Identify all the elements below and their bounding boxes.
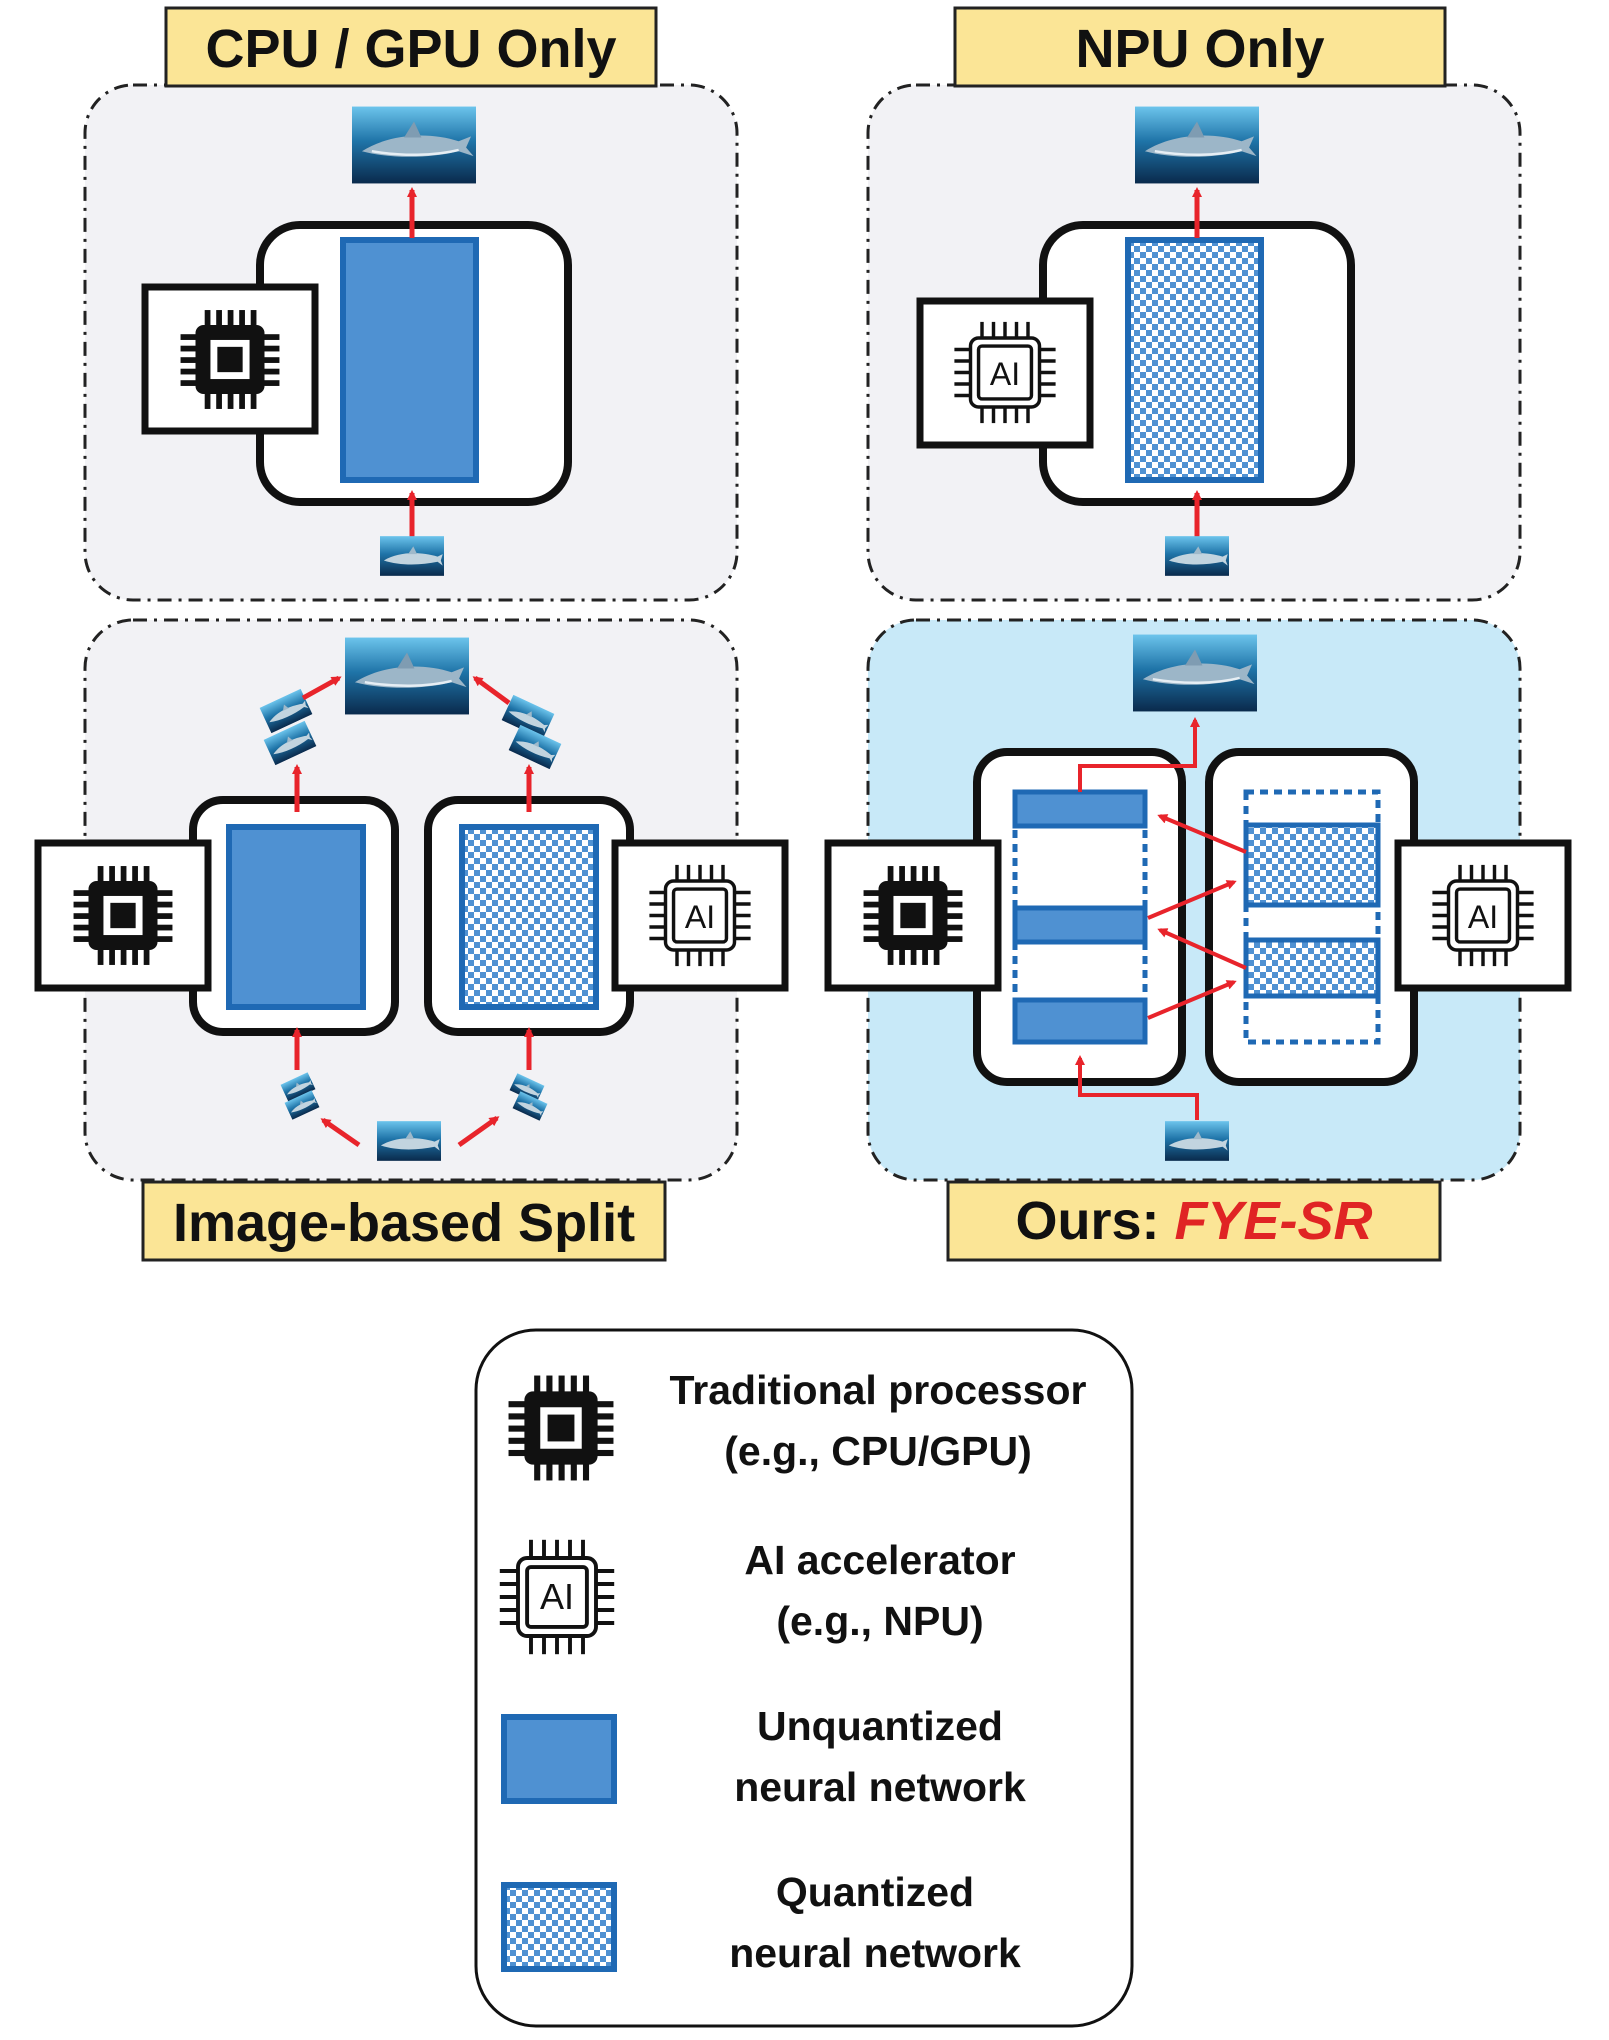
arrow-cpu-to-npu bbox=[1147, 980, 1237, 1020]
quantized-network-block bbox=[459, 824, 599, 1010]
arrow-patch-to-output bbox=[301, 675, 342, 701]
unquantized-layer bbox=[1012, 905, 1148, 945]
quantized-layer bbox=[1243, 822, 1381, 908]
method-name: FYE-SR bbox=[1175, 1191, 1373, 1251]
legend: Traditional processor (e.g., CPU/GPU) AI… bbox=[474, 1328, 1134, 2028]
ai-chip-text: AI bbox=[1468, 899, 1498, 935]
output-image bbox=[1135, 105, 1259, 185]
legend-traditional-line1: Traditional processor bbox=[670, 1367, 1087, 1413]
legend-quantized-line2: neural network bbox=[729, 1930, 1021, 1976]
input-image bbox=[1165, 536, 1229, 576]
arrow-input-to-patch bbox=[320, 1117, 361, 1148]
legend-unquantized-line2: neural network bbox=[734, 1764, 1026, 1810]
panel-ours: Ours: FYE-SR AI bbox=[824, 618, 1572, 1262]
arrow-patch-to-output bbox=[472, 675, 511, 706]
output-image bbox=[345, 636, 469, 716]
ai-chip-text: AI bbox=[685, 899, 715, 935]
panel-title: NPU Only bbox=[1075, 19, 1324, 79]
legend-accelerator-line2: (e.g., NPU) bbox=[776, 1598, 983, 1644]
arrow-input-to-patch bbox=[457, 1115, 500, 1148]
panel-title-box bbox=[946, 1180, 1442, 1262]
quantized-layer bbox=[1243, 937, 1381, 999]
arrow-npu-to-cpu bbox=[1157, 928, 1247, 970]
unquantized-layer bbox=[1012, 997, 1148, 1045]
panel-title-box bbox=[141, 1180, 667, 1262]
panel-title-box bbox=[953, 6, 1447, 88]
output-image bbox=[1133, 633, 1257, 713]
unquantized-network-block bbox=[226, 824, 366, 1010]
panel-title: Ours: FYE-SR bbox=[1015, 1191, 1372, 1251]
input-image bbox=[377, 1121, 441, 1161]
quantized-swatch bbox=[501, 1882, 617, 1972]
unquantized-swatch bbox=[501, 1714, 617, 1804]
panel-npu-only: NPU Only AI bbox=[866, 6, 1522, 602]
input-image bbox=[1165, 1121, 1229, 1161]
arrow-cpu-to-npu bbox=[1147, 880, 1237, 920]
panel-frame bbox=[83, 618, 739, 1182]
arrow-npu-to-cpu bbox=[1157, 814, 1247, 854]
layer-stack-outline bbox=[1243, 789, 1381, 1045]
arrow-last-layer-to-output bbox=[1078, 717, 1200, 792]
output-image bbox=[352, 105, 476, 185]
legend-quantized-line1: Quantized bbox=[776, 1869, 974, 1915]
legend-accelerator-line1: AI accelerator bbox=[744, 1537, 1015, 1583]
input-image bbox=[380, 536, 444, 576]
legend-frame bbox=[474, 1328, 1134, 2028]
npu-processor-box bbox=[1205, 748, 1418, 1086]
panel-title: CPU / GPU Only bbox=[205, 19, 616, 79]
arrow-input-to-first-layer bbox=[1075, 1055, 1199, 1120]
panel-title-prefix: Ours: bbox=[1015, 1191, 1159, 1251]
quantized-network-block bbox=[1125, 237, 1264, 483]
legend-traditional-line2: (e.g., CPU/GPU) bbox=[724, 1428, 1032, 1474]
panel-cpu-gpu-only: CPU / GPU Only bbox=[83, 6, 739, 602]
panel-title: Image-based Split bbox=[173, 1193, 635, 1253]
unquantized-network-block bbox=[340, 237, 479, 483]
unquantized-layer bbox=[1012, 789, 1148, 829]
panel-image-split: Image-based Split AI bbox=[34, 618, 789, 1262]
ai-chip-text: AI bbox=[990, 356, 1020, 392]
ai-chip-text: AI bbox=[540, 1576, 574, 1617]
panel-title-box bbox=[164, 6, 658, 88]
legend-unquantized-line1: Unquantized bbox=[757, 1703, 1003, 1749]
